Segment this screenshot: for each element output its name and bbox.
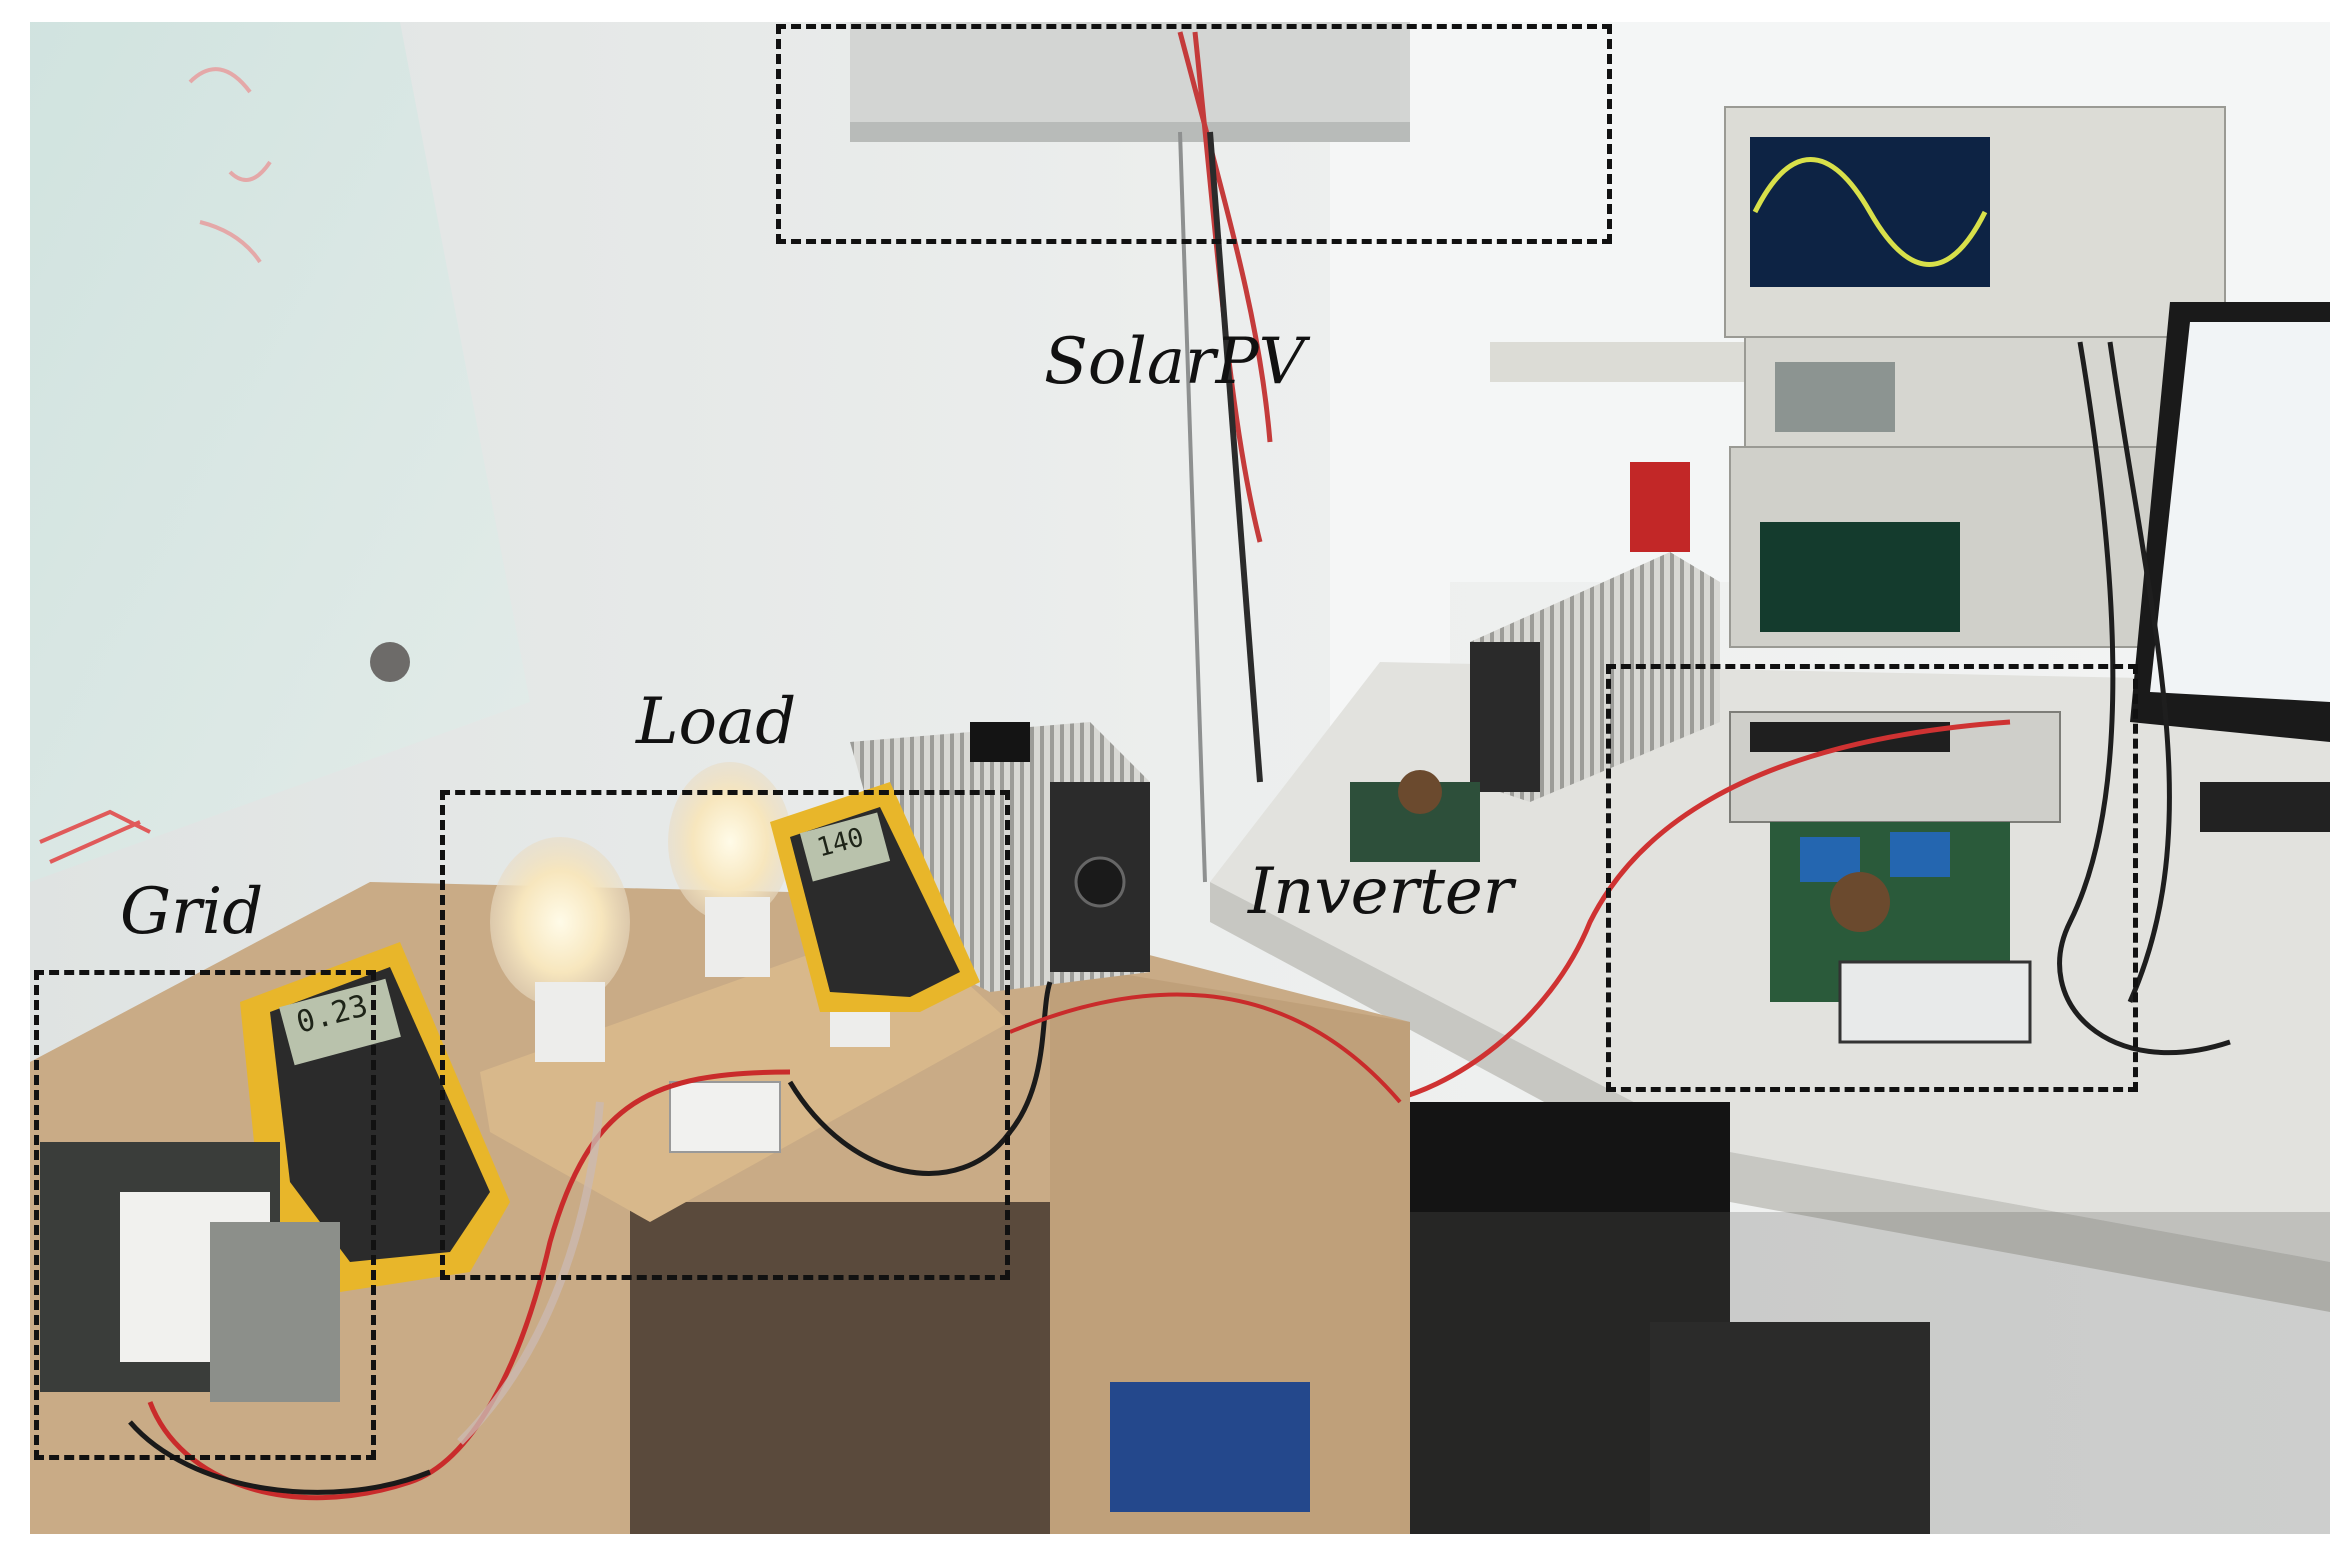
function-generator-screen [1775, 362, 1895, 432]
multimeter-right-screen [799, 812, 891, 882]
grey-cable-down [1178, 131, 1207, 883]
whiteboard-marker-strokes [188, 67, 272, 264]
solar-pv-box [776, 24, 1612, 244]
red-marker-strokes [39, 809, 151, 864]
bulb-left-socket [535, 982, 605, 1062]
grid-box [34, 970, 376, 1460]
bench-supply-handle [970, 722, 1030, 762]
probe-cables [2057, 341, 2231, 1055]
pc-monitor-screen [2150, 322, 2330, 702]
inverter-inductor-blue-2 [1890, 832, 1950, 877]
load-label: Load [636, 685, 797, 759]
red-cable-inverter [1379, 719, 2011, 1105]
monitor-stand [2200, 782, 2330, 832]
dc-supply-screen [1760, 522, 1960, 632]
right-desk-edge [1210, 882, 2330, 1312]
junction-box-shadow [850, 122, 1410, 142]
bulb-left [490, 837, 630, 1007]
black-wire-cabinet [128, 981, 1053, 1495]
whiteboard-standoff [370, 642, 410, 682]
multimeter-left-screen [279, 978, 401, 1066]
grid-label: Grid [120, 875, 264, 949]
bulb-middle-socket [705, 897, 770, 977]
clear-cable [457, 1101, 604, 1445]
load-box [440, 790, 1010, 1280]
candy-jar [1630, 462, 1690, 552]
shelf-pcb [1110, 1382, 1310, 1512]
inverter-box [1606, 664, 2138, 1092]
small-toroid [1398, 770, 1442, 814]
bench-supply-knob [1074, 856, 1126, 908]
control-board [1838, 960, 2032, 1044]
inverter-toroid [1830, 872, 1890, 932]
oscilloscope-waveform [1752, 157, 1988, 267]
red-cable-to-desk [1009, 992, 1402, 1104]
pc-tower-right [1650, 1322, 1930, 1534]
cabinet-shelf-opening [630, 1202, 1050, 1534]
solar-junction-box [850, 22, 1410, 132]
inverter-label: Inverter [1248, 855, 1514, 929]
transformer-bracket [210, 1222, 340, 1402]
electronic-load-front [1470, 642, 1540, 792]
floor [1410, 1212, 2330, 1534]
resistor-block [669, 1081, 781, 1153]
solar-pv-label: SolarPV [1044, 325, 1305, 399]
lab-photo: 0.23 140 [30, 22, 2330, 1534]
bulb-middle [668, 762, 792, 922]
